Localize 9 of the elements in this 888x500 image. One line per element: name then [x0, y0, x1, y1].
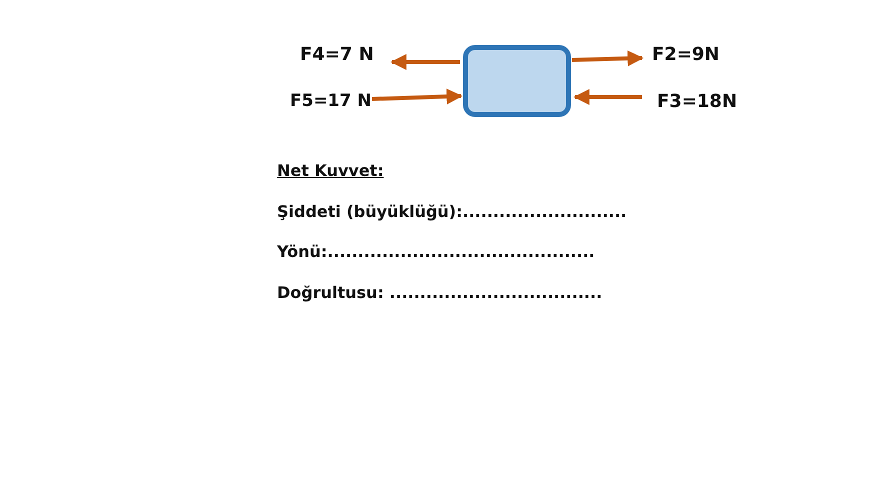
- question-line: Doğrultusu: ...................................: [277, 283, 602, 302]
- section-heading: Net Kuvvet:: [277, 161, 384, 180]
- force-label: F4=7 N: [300, 44, 374, 65]
- force-label: F2=9N: [652, 44, 720, 65]
- force-label: F5=17 N: [290, 91, 372, 111]
- question-line: Yönü:............................................: [277, 242, 595, 261]
- force-label: F3=18N: [657, 91, 738, 112]
- object-box: [463, 45, 571, 117]
- question-line: Şiddeti (büyüklüğü):...........................: [277, 202, 627, 221]
